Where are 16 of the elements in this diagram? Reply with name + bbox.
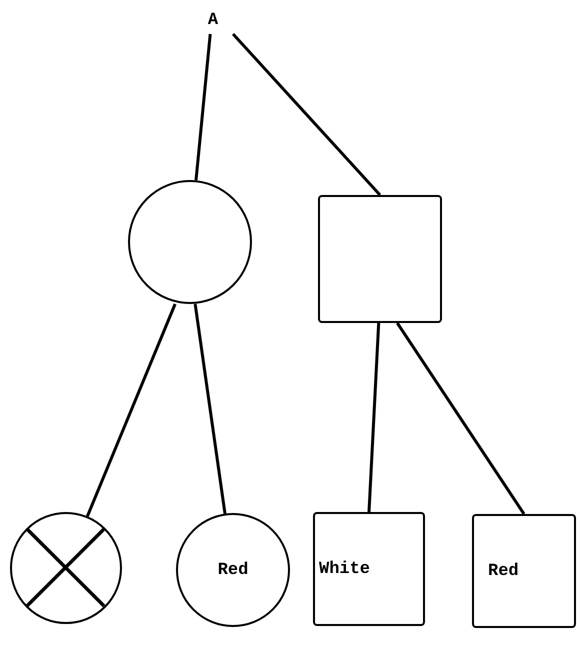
connector-line	[194, 304, 226, 514]
square-node	[472, 514, 576, 628]
connector-line	[232, 32, 382, 196]
circle-node	[176, 513, 290, 627]
circle-node	[10, 512, 122, 624]
circle-node	[128, 180, 252, 304]
connector-line	[368, 322, 380, 512]
connector-line	[194, 34, 212, 180]
node-label: A	[200, 6, 226, 34]
connector-line	[86, 303, 176, 517]
square-node	[318, 195, 442, 323]
node-text: Red	[218, 560, 248, 580]
node-text: White	[319, 560, 370, 578]
connector-line	[396, 322, 526, 515]
square-node	[313, 512, 425, 626]
node-text: Red	[488, 562, 519, 580]
